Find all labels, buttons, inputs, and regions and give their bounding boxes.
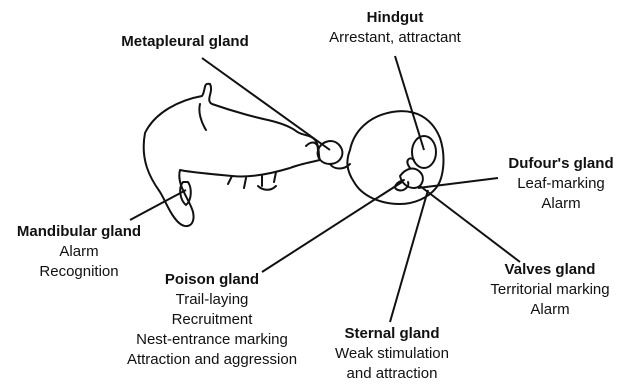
- poison-function-4: Attraction and aggression: [112, 350, 312, 370]
- hindgut-function-1: Arrestant, attractant: [310, 28, 480, 48]
- ant-leg-stubs: [228, 172, 276, 190]
- valves-function-2: Alarm: [470, 300, 630, 320]
- poison-label: Poison gland Trail-laying Recruitment Ne…: [112, 270, 312, 370]
- poison-function-3: Nest-entrance marking: [112, 330, 312, 350]
- hindgut-name: Hindgut: [310, 8, 480, 28]
- sternal-function-1: Weak stimulation: [312, 344, 472, 364]
- dufour-function-2: Alarm: [496, 194, 626, 214]
- metapleural-label: Metapleural gland: [100, 32, 270, 52]
- leader-poison: [262, 182, 402, 272]
- valves-name: Valves gland: [470, 260, 630, 280]
- sternal-name: Sternal gland: [312, 324, 472, 344]
- valves-label: Valves gland Territorial marking Alarm: [470, 260, 630, 320]
- dufour-name: Dufour's gland: [496, 154, 626, 174]
- mandibular-function-1: Alarm: [4, 242, 154, 262]
- leader-hindgut: [395, 56, 424, 150]
- ant-gaster-outline: [347, 111, 443, 204]
- dufour-label: Dufour's gland Leaf-marking Alarm: [496, 154, 626, 214]
- mandibular-name: Mandibular gland: [4, 222, 154, 242]
- dufour-function-1: Leaf-marking: [496, 174, 626, 194]
- ant-antenna-base: [199, 104, 206, 130]
- hindgut-label: Hindgut Arrestant, attractant: [310, 8, 480, 48]
- sternal-label: Sternal gland Weak stimulation and attra…: [312, 324, 472, 384]
- ant-head-outline: [144, 84, 320, 226]
- leader-sternal: [390, 190, 428, 322]
- leader-dufour: [418, 178, 498, 188]
- metapleural-name: Metapleural gland: [100, 32, 270, 52]
- poison-name: Poison gland: [112, 270, 312, 290]
- hindgut-sac: [412, 136, 436, 168]
- poison-function-1: Trail-laying: [112, 290, 312, 310]
- sternal-function-2: and attraction: [312, 364, 472, 384]
- poison-function-2: Recruitment: [112, 310, 312, 330]
- dufour-gland-shape: [400, 169, 423, 188]
- leader-mandibular: [130, 190, 186, 220]
- valves-function-1: Territorial marking: [470, 280, 630, 300]
- leader-metapleural: [202, 58, 330, 150]
